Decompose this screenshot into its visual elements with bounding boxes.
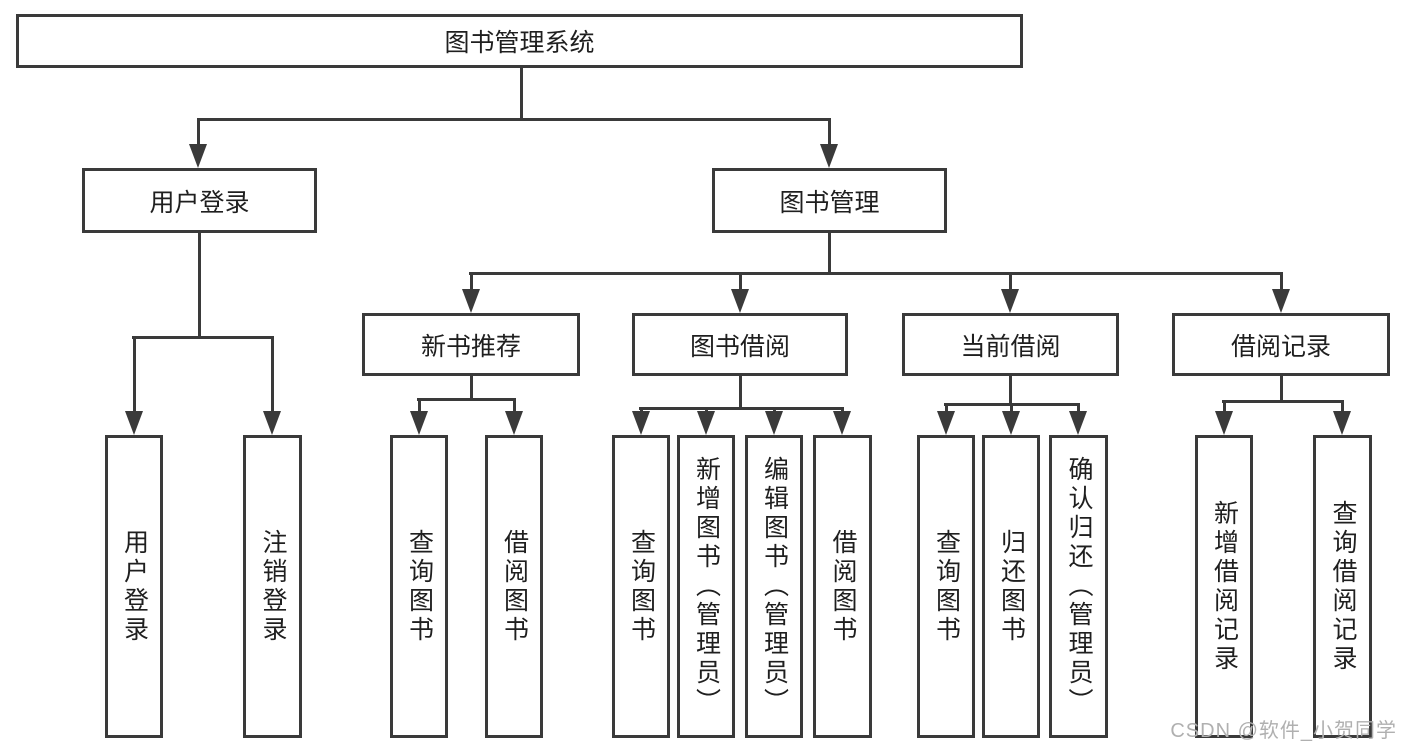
arrow-down [125, 411, 143, 435]
connector-line [1009, 272, 1012, 293]
connector-root-stem [520, 68, 523, 118]
arrow-down [632, 411, 650, 435]
node-borrowing-records: 借阅记录 [1172, 313, 1390, 376]
connector-line [1280, 272, 1283, 293]
connector-line [1010, 403, 1013, 413]
node-current-borrowing: 当前借阅 [902, 313, 1119, 376]
arrow-down [1002, 411, 1020, 435]
connector-book-borrowing-bar [639, 407, 843, 410]
connector-book-borrowing-stem [739, 376, 742, 407]
connector-line [470, 272, 473, 293]
connector-line [773, 407, 776, 413]
connector-new-book-bar [417, 398, 516, 401]
arrow-down [697, 411, 715, 435]
connector-line [418, 398, 421, 413]
connector-new-book-stem [470, 376, 473, 398]
leaf-return-books: 归还图书 [982, 435, 1040, 738]
leaf-logout: 注销登录 [243, 435, 302, 738]
connector-user-login-bar [132, 336, 274, 339]
connector-line [640, 407, 643, 413]
arrow-down [1001, 289, 1019, 313]
arrow-down [731, 289, 749, 313]
arrow-down [1215, 411, 1233, 435]
arrow-down [820, 144, 838, 168]
connector-line [841, 407, 844, 413]
arrow-down [189, 144, 207, 168]
connector-level3-bar [469, 272, 1282, 275]
connector-borrowing-records-bar [1222, 400, 1344, 403]
node-book-management: 图书管理 [712, 168, 947, 233]
leaf-borrow-books-2: 借阅图书 [813, 435, 872, 738]
arrow-down [765, 411, 783, 435]
node-new-book-recommend: 新书推荐 [362, 313, 580, 376]
connector-line [513, 398, 516, 413]
connector-user-login-stem [198, 233, 201, 336]
arrow-down [1333, 411, 1351, 435]
connector-line [1077, 403, 1080, 413]
arrow-down [937, 411, 955, 435]
watermark: CSDN @软件_小贺同学 [1170, 720, 1397, 742]
connector-line [1341, 400, 1344, 413]
arrow-down [505, 411, 523, 435]
connector-book-management-stem [828, 233, 831, 272]
arrow-down [410, 411, 428, 435]
leaf-borrow-books-1: 借阅图书 [485, 435, 543, 738]
connector-line [705, 407, 708, 413]
leaf-user-login: 用户登录 [105, 435, 163, 738]
arrow-down [833, 411, 851, 435]
arrow-down [1069, 411, 1087, 435]
leaf-edit-books-admin: 编辑图书（管理员） [745, 435, 803, 738]
connector-line [133, 336, 136, 413]
connector-line [945, 403, 948, 413]
leaf-query-books-1: 查询图书 [390, 435, 448, 738]
leaf-query-borrow-record: 查询借阅记录 [1313, 435, 1372, 738]
node-root: 图书管理系统 [16, 14, 1023, 68]
node-book-borrowing: 图书借阅 [632, 313, 848, 376]
node-user-login: 用户登录 [82, 168, 317, 233]
connector-line [828, 118, 831, 148]
arrow-down [462, 289, 480, 313]
leaf-add-books-admin: 新增图书（管理员） [677, 435, 735, 738]
connector-level2-bar [197, 118, 831, 121]
leaf-query-books-2: 查询图书 [612, 435, 670, 738]
arrow-down [1272, 289, 1290, 313]
connector-line [197, 118, 200, 148]
leaf-query-books-3: 查询图书 [917, 435, 975, 738]
leaf-add-borrow-record: 新增借阅记录 [1195, 435, 1253, 738]
arrow-down [263, 411, 281, 435]
connector-current-borrowing-stem [1009, 376, 1012, 403]
connector-line [739, 272, 742, 293]
connector-borrowing-records-stem [1280, 376, 1283, 400]
connector-line [271, 336, 274, 413]
connector-line [1223, 400, 1226, 413]
leaf-confirm-return-admin: 确认归还（管理员） [1049, 435, 1108, 738]
